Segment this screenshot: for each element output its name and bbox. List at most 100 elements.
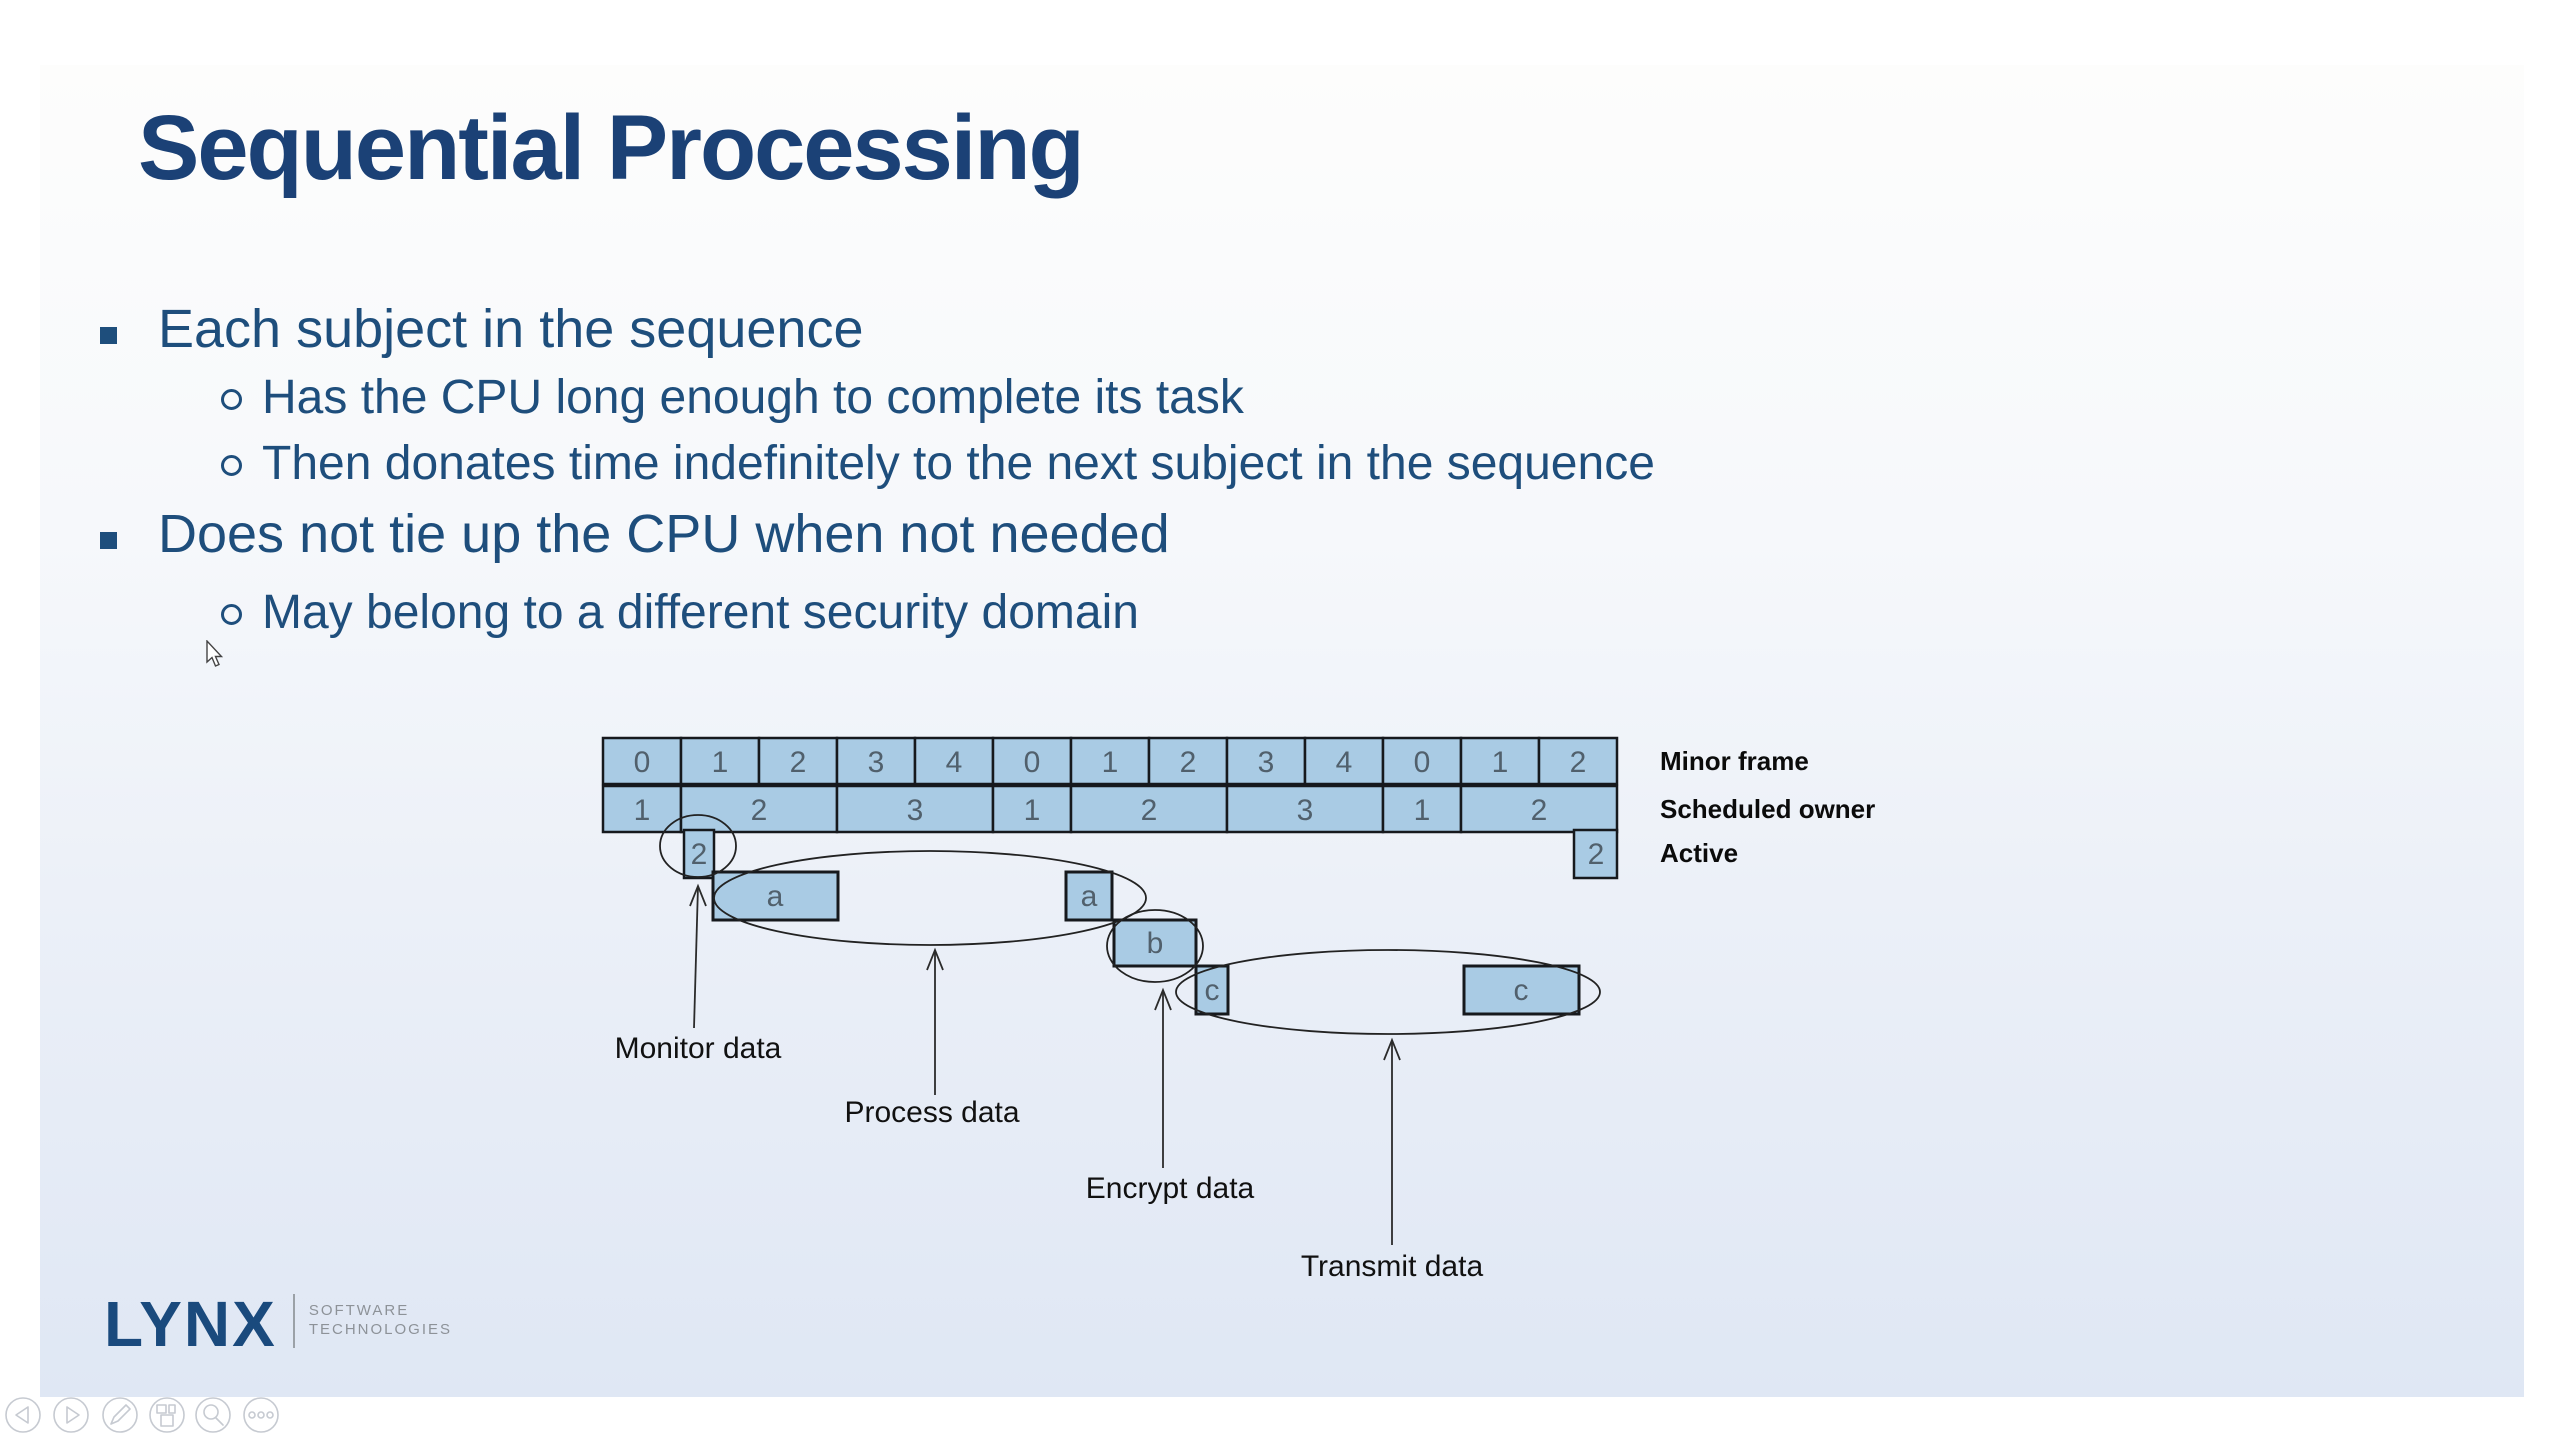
monitor-group-ellipse: [659, 814, 737, 878]
annotation-monitor-data: Monitor data: [615, 1032, 782, 1065]
annotation-transmit-data: Transmit data: [1301, 1250, 1484, 1283]
scheduled-owner-cell: [1225, 784, 1385, 834]
block-label: b: [1147, 927, 1164, 960]
row-label-scheduled-owner: Scheduled owner: [1660, 794, 1875, 824]
scheduled-owner-cell: [991, 784, 1073, 834]
lynx-logo-wordmark: LYNX: [104, 1288, 277, 1360]
scheduled-owner-value: 1: [634, 794, 651, 827]
logo-subtext-technologies: TECHNOLOGIES: [308, 1320, 452, 1338]
logo-divider: [292, 1294, 295, 1348]
block-label: a: [1081, 880, 1098, 913]
task-block-b: [1112, 918, 1198, 968]
annotation-process-data: Process data: [844, 1096, 1019, 1129]
minor-frame-value: 0: [634, 746, 651, 779]
next-slide-button[interactable]: [53, 1397, 89, 1433]
group-ellipses: [659, 814, 1601, 1035]
previous-slide-button[interactable]: [5, 1397, 41, 1433]
scheduled-owner-cell: [1069, 784, 1229, 834]
minor-frame-value: 2: [790, 746, 807, 779]
task-block-c-narrow: [1194, 964, 1230, 1016]
minor-frame-cell: [1303, 736, 1385, 786]
next-icon: [66, 1406, 80, 1424]
minor-frame-value: 1: [712, 746, 729, 779]
minor-frame-cell: [679, 736, 761, 786]
minor-frame-value: 0: [1024, 746, 1041, 779]
schedule-diagram: 0 1 2 3 4 0 1 2 3 4 0 1 2 1 2 3 1 2 3 1 …: [601, 736, 1875, 1283]
scheduled-owner-value: 3: [1297, 794, 1314, 827]
magnifier-icon: [203, 1404, 224, 1426]
encrypt-group-ellipse: [1106, 909, 1204, 983]
scheduled-owner-row: [601, 784, 1619, 834]
see-all-slides-button[interactable]: [149, 1397, 185, 1433]
block-label: c: [1514, 974, 1529, 1007]
bullet-square-marker: [100, 532, 117, 549]
minor-frame-cell: [1147, 736, 1229, 786]
minor-frame-row: [601, 736, 1619, 786]
process-group-ellipse: [713, 850, 1147, 946]
encrypt-arrow: [1154, 987, 1172, 1168]
bullet-circle-marker: [221, 389, 242, 410]
logo-subtext-software: SOFTWARE: [308, 1302, 410, 1319]
active-value: 2: [691, 838, 708, 871]
minor-frame-value: 2: [1570, 746, 1587, 779]
bullet-subitem: May belong to a different security domai…: [262, 586, 1139, 639]
minor-frame-cell: [913, 736, 995, 786]
row-label-minor-frame: Minor frame: [1660, 746, 1809, 776]
minor-frame-cell: [1225, 736, 1307, 786]
row-label-active: Active: [1660, 838, 1738, 868]
transmit-arrow: [1383, 1037, 1401, 1245]
minor-frame-cell: [1381, 736, 1463, 786]
minor-frame-value: 1: [1102, 746, 1119, 779]
minor-frame-cell: [1459, 736, 1541, 786]
task-blocks: [711, 870, 1581, 1016]
minor-frame-cell: [1069, 736, 1151, 786]
bullet-item: Each subject in the sequence: [158, 299, 864, 359]
mouse-cursor: [206, 640, 224, 667]
minor-frame-value: 3: [1258, 746, 1275, 779]
block-label: c: [1205, 974, 1220, 1007]
bullet-subitem: Has the CPU long enough to complete its …: [262, 371, 1244, 424]
cell-numbers: 0 1 2 3 4 0 1 2 3 4 0 1 2 1 2 3 1 2 3 1 …: [634, 746, 1605, 1007]
scheduled-owner-value: 2: [1141, 794, 1158, 827]
task-block-a-wide: [711, 870, 840, 922]
scheduled-owner-value: 1: [1414, 794, 1431, 827]
previous-icon: [15, 1406, 29, 1424]
slide-canvas: Sequential Processing Each subject in th…: [40, 65, 2524, 1397]
lynx-logo: LYNX SOFTWARE TECHNOLOGIES: [104, 1292, 452, 1356]
minor-frame-value: 4: [946, 746, 963, 779]
pen-button[interactable]: [102, 1397, 138, 1433]
annotation-arrows: [689, 883, 1401, 1245]
bullet-subitem: Then donates time indefinitely to the ne…: [262, 437, 1655, 490]
scheduled-owner-cell: [1459, 784, 1619, 834]
scheduled-owner-value: 1: [1024, 794, 1041, 827]
active-value: 2: [1588, 838, 1605, 871]
scheduled-owner-value: 3: [907, 794, 924, 827]
row-labels: Minor frame Scheduled owner Active: [1660, 746, 1875, 868]
annotation-labels: Monitor data Process data Encrypt data T…: [615, 1032, 1484, 1283]
presentation-toolbar: [5, 1397, 279, 1433]
minor-frame-value: 4: [1336, 746, 1353, 779]
bullet-item: Does not tie up the CPU when not needed: [158, 504, 1170, 564]
minor-frame-value: 3: [868, 746, 885, 779]
slides-grid-icon: [156, 1404, 176, 1427]
monitor-arrow: [689, 883, 707, 1029]
task-block-a-narrow: [1064, 870, 1114, 922]
minor-frame-value: 1: [1492, 746, 1509, 779]
more-options-icon: [248, 1411, 274, 1419]
scheduled-owner-cell: [835, 784, 995, 834]
scheduled-owner-cell: [1381, 784, 1463, 834]
page-title: Sequential Processing: [138, 97, 1085, 199]
minor-frame-value: 0: [1414, 746, 1431, 779]
more-options-button[interactable]: [243, 1397, 279, 1433]
pen-icon: [110, 1404, 131, 1425]
process-arrow: [926, 947, 944, 1095]
active-row: [682, 828, 1619, 880]
zoom-button[interactable]: [195, 1397, 231, 1433]
task-block-c-wide: [1462, 964, 1581, 1016]
bullet-square-marker: [100, 327, 117, 344]
transmit-group-ellipse: [1175, 949, 1601, 1035]
scheduled-owner-value: 2: [1531, 794, 1548, 827]
block-label: a: [767, 880, 784, 913]
minor-frame-value: 2: [1180, 746, 1197, 779]
bullet-circle-marker: [221, 455, 242, 476]
